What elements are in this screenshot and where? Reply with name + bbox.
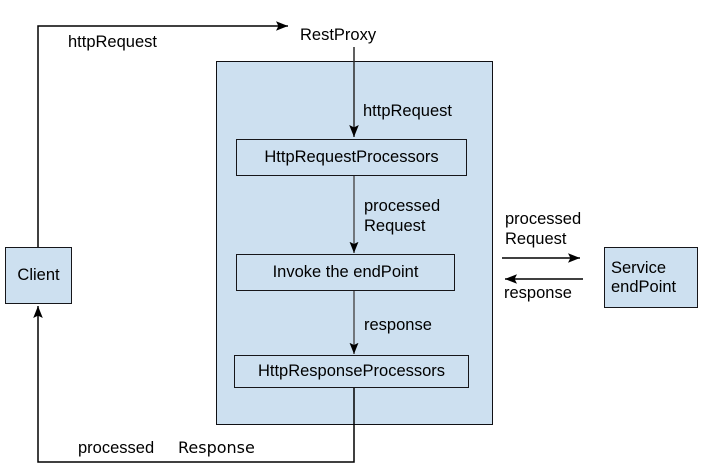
- edge-label-proxy-to-service: processed Request: [505, 210, 582, 248]
- node-service-endpoint[interactable]: Service endPoint: [604, 247, 698, 308]
- node-client[interactable]: Client: [5, 247, 72, 304]
- node-invoke-endpoint[interactable]: Invoke the endPoint: [236, 254, 455, 291]
- edge-label-client-to-proxy: httpRequest: [68, 33, 157, 51]
- node-http-response-processors-label: HttpResponseProcessors: [257, 362, 446, 380]
- node-service-endpoint-label: Service endPoint: [611, 258, 677, 296]
- edge-label-proxy-to-request-processors: httpRequest: [363, 102, 452, 120]
- node-http-response-processors[interactable]: HttpResponseProcessors: [234, 355, 469, 388]
- edge-label-request-processors-to-invoke: processed Request: [364, 197, 441, 235]
- node-rest-proxy-label: RestProxy: [300, 26, 377, 44]
- node-http-request-processors-label: HttpRequestProcessors: [264, 148, 439, 166]
- edge-label-service-to-proxy: response: [504, 284, 572, 302]
- edge-label-proxy-to-client-prefix: processed: [78, 439, 155, 457]
- edge-label-proxy-to-client-suffix: Response: [178, 438, 255, 457]
- node-client-label: Client: [17, 266, 60, 284]
- node-invoke-endpoint-label: Invoke the endPoint: [272, 263, 419, 281]
- edge-label-invoke-to-response-processors: response: [364, 316, 432, 334]
- node-http-request-processors[interactable]: HttpRequestProcessors: [236, 139, 467, 176]
